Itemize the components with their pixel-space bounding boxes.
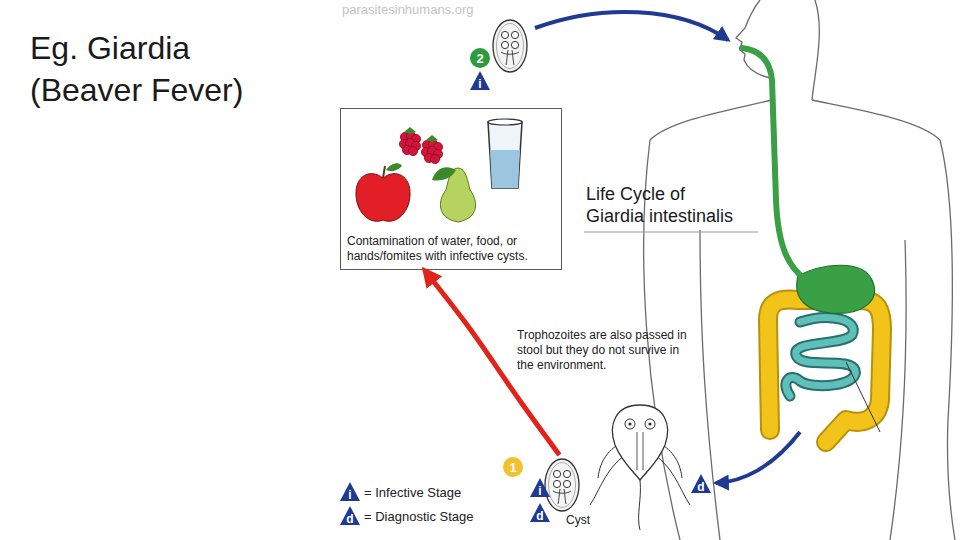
contamination-box: Contamination of water, food, or hands/f… <box>340 108 562 270</box>
esophagus <box>742 48 806 280</box>
stage-symbol-letter: d <box>697 481 704 493</box>
glass-rim <box>488 119 522 125</box>
ingestion-arrow <box>535 12 728 40</box>
infective-stage-symbol <box>470 71 490 90</box>
watermark: parasitesinhumans.org <box>342 2 474 17</box>
raspberry <box>421 135 442 164</box>
stage-symbol-letter: i <box>478 78 481 90</box>
large-intestine-outline <box>768 300 882 442</box>
diagnostic-stage-symbol <box>530 503 550 522</box>
water <box>490 150 520 188</box>
stage-symbol-letter: i <box>538 485 541 497</box>
callout-number: 1 <box>509 461 516 474</box>
node-text: Cyst <box>566 513 590 528</box>
stomach <box>797 265 875 313</box>
legend-symbol-letter: d <box>346 513 353 525</box>
callout-number: 2 <box>476 52 483 65</box>
stage-symbol-letter: d <box>536 510 543 522</box>
nucleolus <box>648 422 651 425</box>
neck-outline <box>812 0 819 100</box>
trophozoite <box>612 405 667 480</box>
apple-leaf <box>386 163 402 171</box>
large-intestine <box>768 300 882 442</box>
axostyle <box>637 432 643 470</box>
apple-stem <box>383 166 385 178</box>
legend-text: = Infective Stage <box>364 485 461 500</box>
node-text: Contamination of water, food, or hands/f… <box>347 234 555 264</box>
callout-circle <box>470 48 490 68</box>
legend-symbol <box>340 482 360 501</box>
raspberry <box>399 127 420 156</box>
page-title: Eg. Giardia (Beaver Fever) <box>30 28 292 111</box>
excretion-arrow <box>716 432 800 483</box>
legend-symbol <box>340 506 360 525</box>
transmission-arrow <box>424 270 559 455</box>
heading-rule <box>584 232 758 233</box>
glass <box>488 122 522 188</box>
leader-line <box>846 362 880 432</box>
small-intestine-outline <box>786 318 856 396</box>
diagnostic-stage-symbol <box>691 474 711 493</box>
body-outline <box>890 240 906 540</box>
nucleolus <box>628 422 631 425</box>
callout-circle <box>503 457 523 477</box>
apple <box>356 174 410 222</box>
body-outline <box>700 230 720 540</box>
note-text: Trophozoites are also passed in stool bu… <box>517 328 689 373</box>
diagram-heading: Life Cycle of Giardia intestinalis <box>586 184 741 227</box>
legend-symbol-letter: i <box>348 489 351 501</box>
legend-text: = Diagnostic Stage <box>364 509 473 524</box>
cyst-illustration <box>545 459 579 511</box>
infective-stage-symbol <box>530 478 550 497</box>
cyst-illustration <box>493 20 527 72</box>
small-intestine <box>786 318 856 396</box>
cyst-stage: Cyst <box>544 455 614 530</box>
nucleus <box>645 419 655 429</box>
nucleus <box>625 419 635 429</box>
pear-leaf <box>432 167 456 180</box>
